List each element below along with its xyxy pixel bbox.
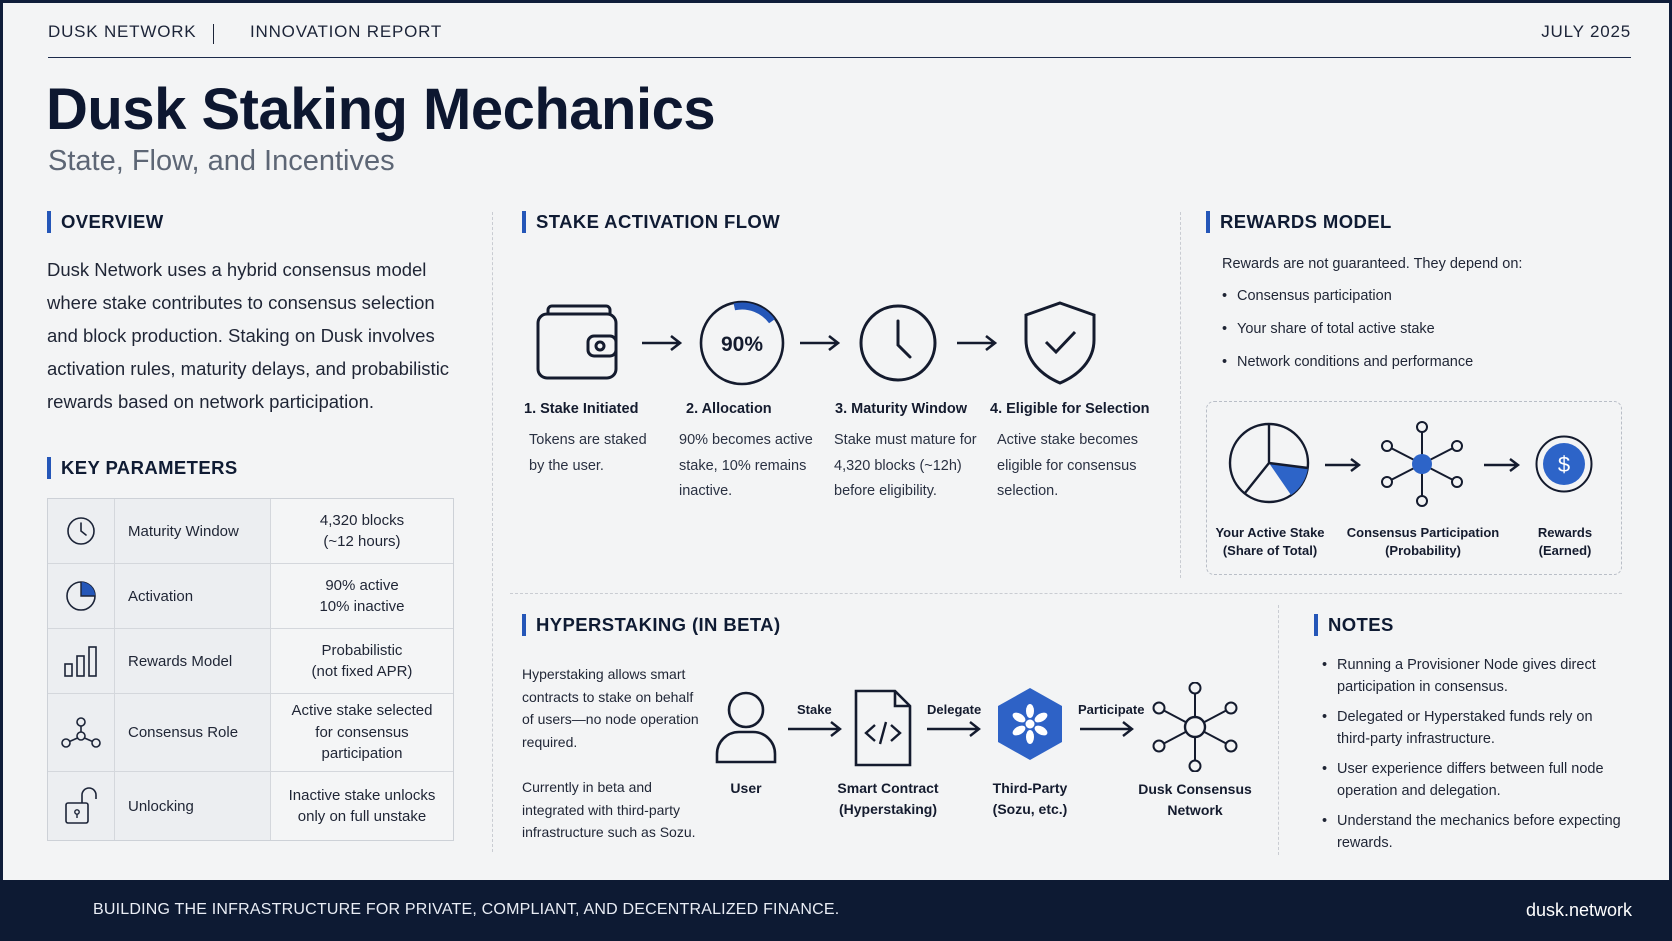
notes-heading: NOTES: [1314, 614, 1394, 636]
table-row: Rewards Model Probabilistic (not fixed A…: [48, 629, 453, 694]
divider-right-bottom: [1278, 605, 1279, 855]
table-row: Maturity Window 4,320 blocks (~12 hours): [48, 499, 453, 564]
parameter-name: Rewards Model: [115, 629, 271, 693]
list-item: Your share of total active stake: [1222, 321, 1473, 354]
clock-icon: [859, 304, 937, 382]
arrow-label-delegate: Delegate: [927, 702, 982, 717]
key-parameters-heading: KEY PARAMETERS: [47, 457, 238, 479]
rewards-caption: Rewards (Earned): [1537, 525, 1593, 558]
step-description: Active stake becomes eligible for consen…: [997, 432, 1139, 499]
report-date: JULY 2025: [1541, 22, 1631, 41]
arrow-right-icon: [1325, 458, 1361, 472]
list-item: Network conditions and performance: [1222, 354, 1473, 387]
pie-icon: [48, 564, 115, 628]
overview-text: Dusk Network uses a hybrid consensus mod…: [47, 259, 450, 412]
list-item: Understand the mechanics before expectin…: [1322, 810, 1622, 854]
bar-chart-icon: [48, 629, 115, 693]
arrow-right-icon: [642, 334, 683, 352]
arrow-right-icon: [927, 721, 981, 737]
parameter-value: Active stake selected for consensus part…: [271, 694, 453, 771]
rewards-caption: Consensus Participation (Probability): [1346, 525, 1500, 558]
dollar-coin-icon: $: [1535, 435, 1593, 493]
hyperstaking-caption: Third-Party (Sozu, etc.): [992, 780, 1068, 817]
list-item: Delegated or Hyperstaked funds rely on t…: [1322, 706, 1622, 750]
table-row: Activation 90% active 10% inactive: [48, 564, 453, 629]
rewards-factors: Consensus participation Your share of to…: [1222, 288, 1473, 387]
allocation-percent: 90%: [721, 333, 763, 356]
svg-text:$: $: [1558, 452, 1570, 477]
overview-heading: OVERVIEW: [47, 211, 164, 233]
rewards-heading: REWARDS MODEL: [1206, 211, 1392, 233]
step-label: 1. Stake Initiated: [524, 401, 639, 417]
footer-link[interactable]: dusk.network: [1525, 900, 1632, 920]
crescent-moon-icon: [37, 894, 55, 930]
arrow-right-icon: [1484, 458, 1520, 472]
network-icon: [48, 694, 115, 771]
divider-left: [492, 212, 493, 852]
hyperstaking-heading: HYPERSTAKING (IN BETA): [522, 614, 781, 636]
top-header: DUSK NETWORK INNOVATION REPORT JULY 2025: [48, 22, 1631, 58]
smart-contract-icon: [854, 689, 912, 767]
step-description: Tokens are staked by the user.: [529, 432, 647, 474]
org-name: DUSK NETWORK: [48, 22, 197, 41]
parameter-value: Inactive stake unlocks only on full unst…: [271, 772, 453, 840]
parameters-table: Maturity Window 4,320 blocks (~12 hours)…: [47, 498, 454, 841]
hyperstaking-text: Currently in beta and integrated with th…: [522, 779, 696, 840]
hyperstaking-caption: User: [730, 780, 762, 796]
hyperstaking-text: Hyperstaking allows smart contracts to s…: [522, 666, 699, 750]
rewards-diagram: [1206, 401, 1622, 575]
list-item: User experience differs between full nod…: [1322, 758, 1622, 802]
user-icon: [715, 691, 777, 764]
table-row: Unlocking Inactive stake unlocks only on…: [48, 772, 453, 840]
arrow-right-icon: [788, 721, 842, 737]
header-separator: [213, 24, 214, 44]
page-title: Dusk Staking Mechanics: [46, 77, 716, 142]
footer: BUILDING THE INFRASTRUCTURE FOR PRIVATE,…: [0, 880, 1672, 941]
third-party-hex-icon: [998, 688, 1062, 760]
parameter-name: Maturity Window: [115, 499, 271, 563]
network-hub-icon: [1152, 682, 1238, 772]
footer-tagline: BUILDING THE INFRASTRUCTURE FOR PRIVATE,…: [93, 901, 840, 918]
step-label: 3. Maturity Window: [835, 401, 967, 417]
rewards-intro: Rewards are not guaranteed. They depend …: [1222, 256, 1523, 272]
pie-chart-icon: [1228, 422, 1310, 504]
step-description: Stake must mature for 4,320 blocks (~12h…: [834, 432, 977, 499]
step-label: 4. Eligible for Selection: [990, 401, 1150, 417]
parameter-value: 4,320 blocks (~12 hours): [271, 499, 453, 563]
activation-flow-heading: STAKE ACTIVATION FLOW: [522, 211, 780, 233]
parameter-name: Unlocking: [115, 772, 271, 840]
arrow-label-stake: Stake: [797, 702, 832, 717]
divider-middle: [510, 593, 1622, 594]
network-hub-icon: [1381, 421, 1463, 507]
arrow-label-participate: Participate: [1078, 702, 1145, 717]
list-item: Running a Provisioner Node gives direct …: [1322, 654, 1622, 698]
report-name: INNOVATION REPORT: [250, 22, 443, 41]
unlock-icon: [48, 772, 115, 840]
allocation-ring-icon: 90%: [699, 300, 785, 386]
wallet-icon: [536, 304, 618, 380]
parameter-value: 90% active 10% inactive: [271, 564, 453, 628]
parameter-name: Activation: [115, 564, 271, 628]
hyperstaking-caption: Dusk Consensus Network: [1138, 781, 1252, 818]
step-label: 2. Allocation: [686, 401, 772, 417]
arrow-right-icon: [1080, 721, 1134, 737]
step-description: 90% becomes active stake, 10% remains in…: [679, 432, 813, 499]
hyperstaking-caption: Smart Contract (Hyperstaking): [837, 780, 939, 817]
rewards-caption: Your Active Stake (Share of Total): [1215, 525, 1325, 558]
table-row: Consensus Role Active stake selected for…: [48, 694, 453, 772]
parameter-value: Probabilistic (not fixed APR): [271, 629, 453, 693]
parameter-name: Consensus Role: [115, 694, 271, 771]
notes-list: Running a Provisioner Node gives direct …: [1322, 654, 1622, 862]
shield-check-icon: [1024, 301, 1096, 385]
page-subtitle: State, Flow, and Incentives: [48, 145, 395, 177]
divider-right-top: [1180, 212, 1181, 578]
arrow-right-icon: [800, 334, 841, 352]
list-item: Consensus participation: [1222, 288, 1473, 321]
arrow-right-icon: [957, 334, 998, 352]
clock-icon: [48, 499, 115, 563]
